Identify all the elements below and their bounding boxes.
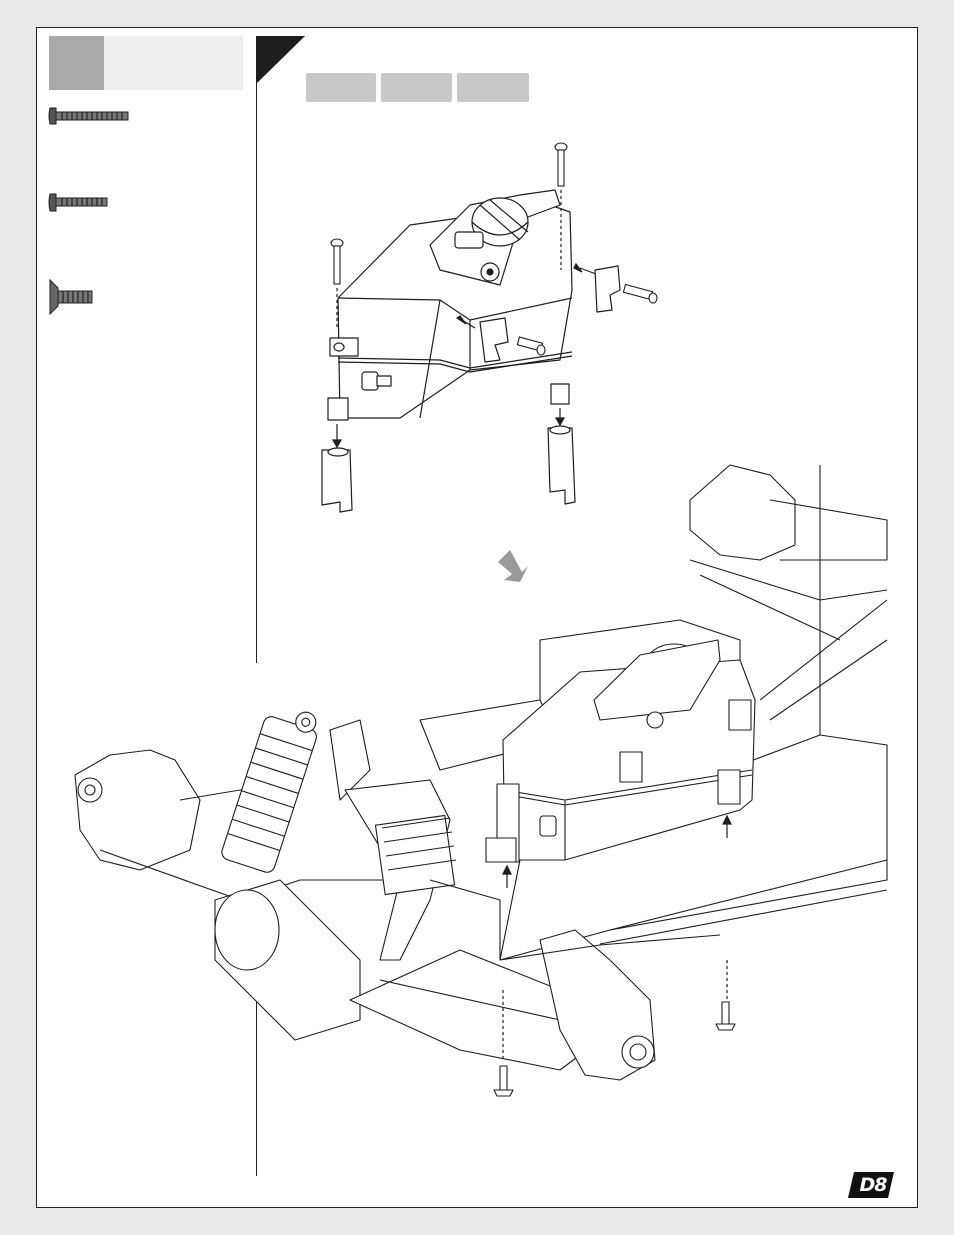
column-divider-lower	[256, 1000, 257, 1176]
direction-arrow	[498, 550, 528, 582]
assembly-arrows	[331, 190, 597, 449]
step-title-box	[104, 36, 243, 90]
step-number-box	[49, 36, 104, 90]
fuel-tank-exploded	[321, 189, 621, 513]
chassis-arrows	[502, 814, 732, 1062]
part-tag-2	[381, 73, 452, 102]
part-tag-3	[457, 73, 529, 102]
chassis-illustration	[74, 464, 888, 1097]
button-head-screw-long-icon	[48, 107, 129, 125]
column-divider-upper	[256, 36, 257, 663]
tank-screws	[330, 142, 658, 356]
step-corner-marker	[256, 36, 305, 84]
d8-logo: D8	[859, 1174, 888, 1196]
d8-logo-badge	[848, 1172, 894, 1198]
part-tag-1	[306, 73, 376, 102]
flat-head-screw-icon	[49, 278, 93, 316]
button-head-screw-medium-icon	[48, 193, 108, 212]
